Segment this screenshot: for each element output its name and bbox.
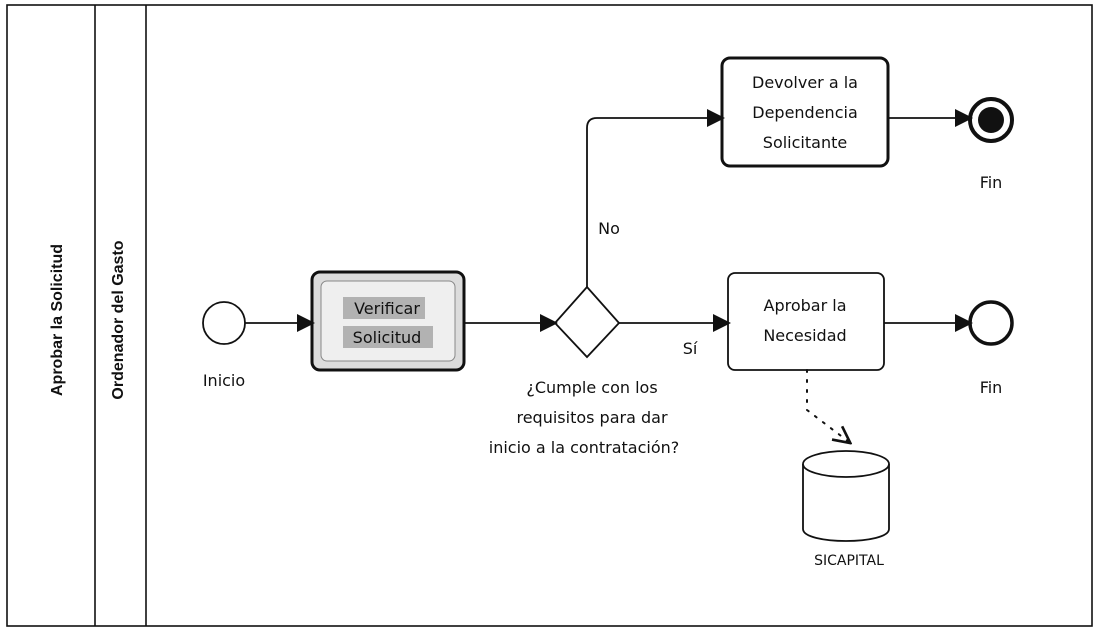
pool-frame [6,4,1093,627]
start-event [202,301,246,345]
approve-line-1: Aprobar la [764,296,847,315]
lane-title: Ordenador del Gasto [110,240,127,399]
verify-line-2: Solicitud [353,328,422,347]
end-bottom-label: Fin [980,378,1003,397]
database-top [802,450,890,478]
flow-gateway-no-to-return [586,109,725,287]
pool-title: Aprobar la Solicitud [49,244,66,396]
gateway-question-line-1: ¿Cumple con los [526,378,657,397]
return-line-1: Devolver a la [752,73,858,92]
database-body [802,464,890,542]
verify-line-1: Verificar [354,299,420,318]
verify-text-background-1 [343,297,425,319]
decision-gateway [553,285,621,359]
start-label: Inicio [203,371,245,390]
end-top-label: Fin [980,173,1003,192]
approve-task [727,272,885,371]
gateway-question-line-2: requisitos para dar [516,408,667,427]
no-flow-label: No [598,219,620,238]
return-line-2: Dependencia [752,103,858,122]
verify-task [320,280,456,362]
end-event-bottom [968,300,1014,346]
verify-text-background-2 [343,326,433,348]
yes-flow-label: Sí [683,339,698,358]
end-event-top-inner [978,107,1004,133]
return-line-3: Solicitante [763,133,847,152]
database-label: SICAPITAL [814,553,884,569]
data-association [806,369,849,442]
approve-line-2: Necesidad [763,326,846,345]
gateway-question-line-3: inicio a la contratación? [489,438,680,457]
